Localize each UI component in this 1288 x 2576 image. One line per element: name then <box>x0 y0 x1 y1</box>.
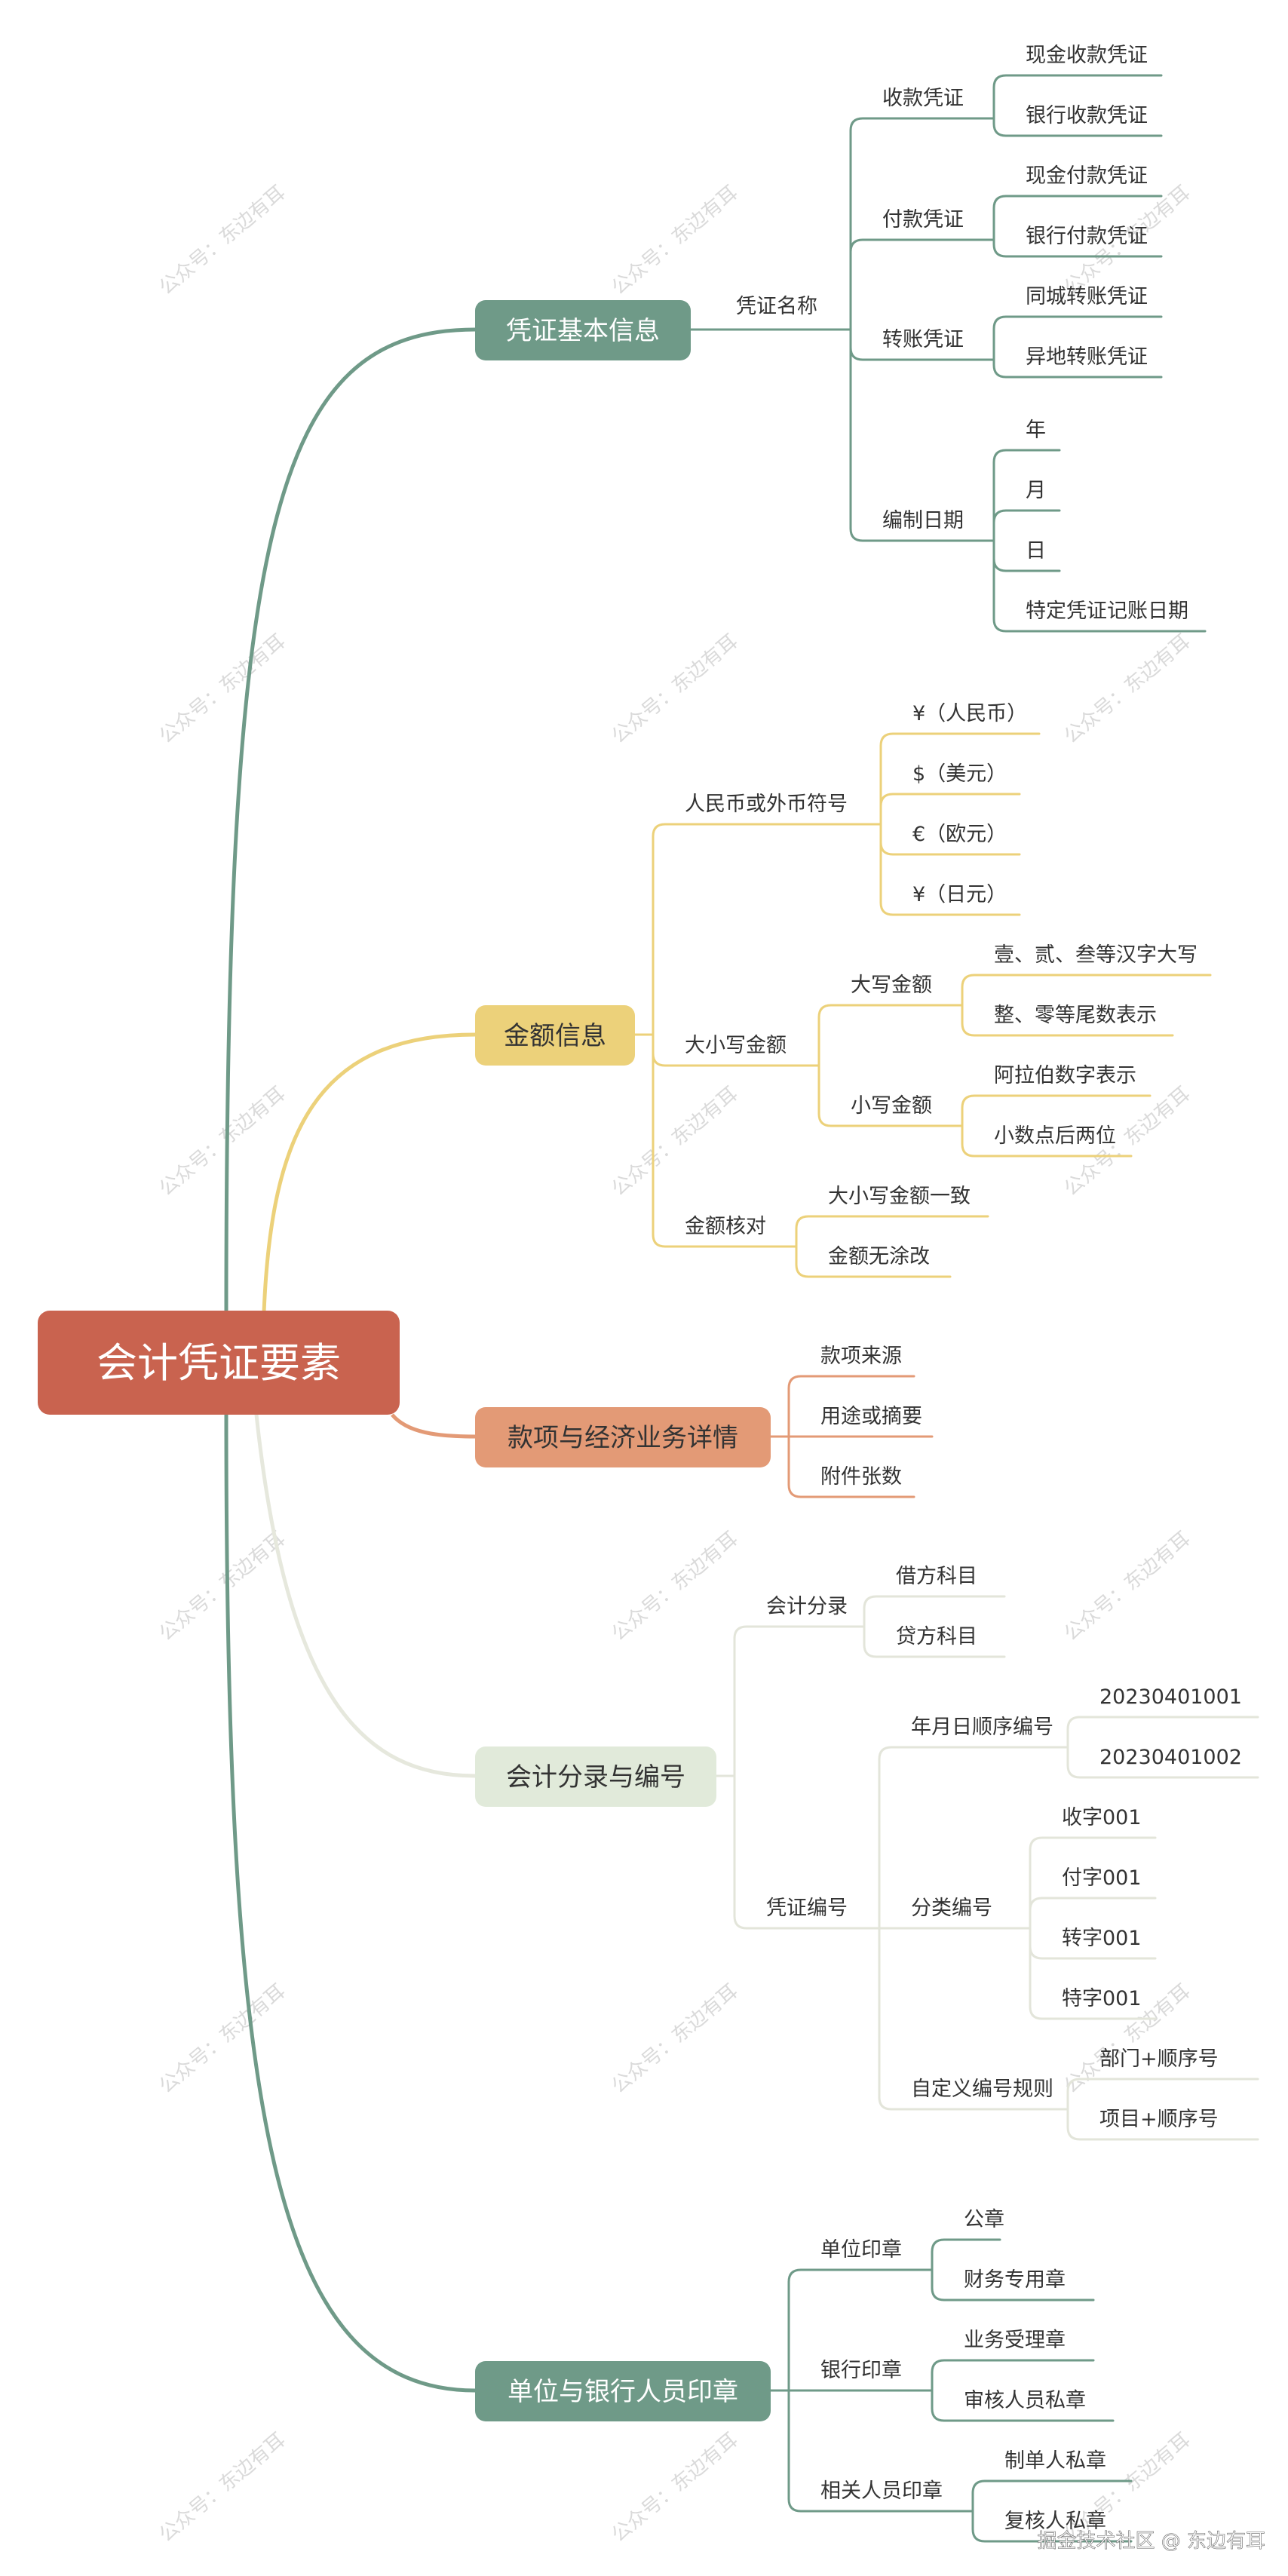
node-3-0: 壹、贰、叁等汉字大写 <box>994 943 1198 967</box>
node-2-0: 年 <box>1026 419 1046 442</box>
node-1-3: 编制日期 <box>882 509 964 532</box>
watermark-text: 公众号：东边有耳 <box>608 630 743 749</box>
node-3-1: 小数点后两位 <box>994 1124 1116 1148</box>
node-2-0: ¥（人民币） <box>912 702 1027 725</box>
edge-layer <box>224 74 1259 2543</box>
node-1-2: 转账凭证 <box>882 328 964 351</box>
watermark-text: 公众号：东边有耳 <box>1060 1528 1195 1646</box>
root-label: 会计凭证要素 <box>97 1339 341 1387</box>
node-1-1: 银行印章 <box>820 2359 902 2382</box>
node-2-0: 业务受理章 <box>964 2329 1066 2352</box>
node-2-1: 异地转账凭证 <box>1026 345 1148 369</box>
node-2-1: 银行收款凭证 <box>1026 104 1148 127</box>
node-layer: 会计凭证要素 凭证基本信息金额信息款项与经济业务详情会计分录与编号单位与银行人员印… <box>38 44 1242 2533</box>
node-3-1: 项目+顺序号 <box>1099 2108 1219 2131</box>
node-2-1: 复核人私章 <box>1004 2510 1106 2533</box>
node-3-0: 收字001 <box>1062 1806 1142 1829</box>
node-2-0: 大写金额 <box>851 974 932 997</box>
watermark-text: 公众号：东边有耳 <box>155 1083 290 1201</box>
node-1-0: 款项来源 <box>820 1345 902 1368</box>
node-1-0: 单位印章 <box>820 2238 902 2262</box>
node-2-1: 金额无涂改 <box>828 1245 930 1268</box>
watermark-text: 公众号：东边有耳 <box>608 1083 743 1201</box>
node-2-0: 现金收款凭证 <box>1026 44 1148 67</box>
node-1-2: 金额核对 <box>685 1215 766 1238</box>
node-1-0: 会计分录 <box>766 1595 848 1618</box>
branch-label: 会计分录与编号 <box>506 1762 685 1792</box>
node-2-3: 特定凭证记账日期 <box>1026 600 1188 623</box>
node-1-1: 凭证编号 <box>766 1897 848 1920</box>
node-2-1: 财务专用章 <box>964 2268 1066 2292</box>
node-3-1: 20230401002 <box>1099 1746 1242 1769</box>
branch-seals: 单位与银行人员印章 <box>475 2361 771 2421</box>
watermark-text: 公众号：东边有耳 <box>608 182 743 300</box>
node-2-0: 公章 <box>964 2208 1004 2231</box>
node-3-3: 特字001 <box>1062 1987 1142 2010</box>
node-2-1: 银行付款凭证 <box>1026 225 1148 248</box>
branch-voucher-basic-info: 凭证基本信息 <box>475 300 691 360</box>
node-3-0: 阿拉伯数字表示 <box>994 1064 1136 1087</box>
watermark-text: 公众号：东边有耳 <box>1060 630 1195 749</box>
branch-label: 金额信息 <box>504 1021 606 1051</box>
node-1-0: 人民币或外币符号 <box>685 793 848 816</box>
root-node: 会计凭证要素 <box>38 1311 400 1415</box>
node-2-0: 同城转账凭证 <box>1026 285 1148 308</box>
branch-label: 单位与银行人员印章 <box>508 2377 738 2407</box>
watermark-text: 公众号：东边有耳 <box>155 182 290 300</box>
watermark-text: 公众号：东边有耳 <box>155 1980 290 2099</box>
node-2-1: 分类编号 <box>911 1897 992 1920</box>
node-2-0: 借方科目 <box>896 1565 977 1588</box>
node-3-1: 整、零等尾数表示 <box>994 1004 1157 1027</box>
node-2-2: €（欧元） <box>912 823 1007 846</box>
branch-label: 款项与经济业务详情 <box>508 1423 738 1453</box>
node-2-1: 月 <box>1026 479 1046 502</box>
node-2-0: 年月日顺序编号 <box>911 1716 1053 1739</box>
watermark-text: 公众号：东边有耳 <box>155 1528 290 1646</box>
node-1-0: 收款凭证 <box>882 87 964 110</box>
node-2-1: 小写金额 <box>851 1094 932 1118</box>
node-3-1: 付字001 <box>1062 1866 1142 1890</box>
node-voucher-name: 凭证名称 <box>736 295 817 318</box>
node-2-2: 自定义编号规则 <box>911 2078 1053 2101</box>
node-1-1: 大小写金额 <box>685 1034 787 1057</box>
node-3-2: 转字001 <box>1062 1927 1142 1950</box>
node-2-1: 审核人员私章 <box>964 2389 1086 2412</box>
watermark-text: 公众号：东边有耳 <box>155 630 290 749</box>
node-2-1: 贷方科目 <box>896 1625 977 1648</box>
watermark-text: 公众号：东边有耳 <box>155 2429 290 2547</box>
node-3-0: 部门+顺序号 <box>1099 2047 1219 2071</box>
branch-label: 凭证基本信息 <box>506 316 660 346</box>
node-2-1: $（美元） <box>912 762 1007 786</box>
watermark-text: 公众号：东边有耳 <box>608 2429 743 2547</box>
node-2-0: 制单人私章 <box>1004 2449 1106 2473</box>
node-3-0: 20230401001 <box>1099 1685 1242 1709</box>
branch-entries-numbering: 会计分录与编号 <box>475 1746 716 1807</box>
branch-payment-details: 款项与经济业务详情 <box>475 1407 771 1467</box>
node-2-3: ¥（日元） <box>912 883 1007 906</box>
footer-credit: 掘金技术社区 @ 东边有耳 <box>1037 2530 1265 2553</box>
node-1-1: 用途或摘要 <box>820 1405 922 1428</box>
node-2-2: 日 <box>1026 539 1046 563</box>
watermark-text: 公众号：东边有耳 <box>608 1980 743 2099</box>
watermark-text: 公众号：东边有耳 <box>608 1528 743 1646</box>
node-1-2: 附件张数 <box>820 1465 902 1489</box>
node-2-0: 大小写金额一致 <box>828 1185 971 1208</box>
node-1-1: 付款凭证 <box>882 208 964 232</box>
branch-amount-info: 金额信息 <box>475 1005 635 1066</box>
node-1-2: 相关人员印章 <box>820 2479 943 2503</box>
node-2-0: 现金付款凭证 <box>1026 164 1148 188</box>
